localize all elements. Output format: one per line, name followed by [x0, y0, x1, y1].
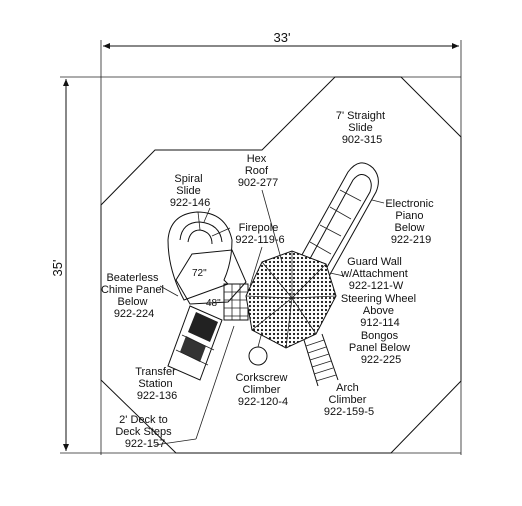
straight-slide-label: 7' Straight Slide 902-315: [336, 110, 388, 146]
steering-wheel-label: Steering Wheel Above 912-114: [341, 293, 419, 329]
height-dimension: 35': [50, 79, 69, 451]
bongos-label: Bongos Panel Below 922-225: [349, 330, 413, 366]
leader-lines: [154, 189, 385, 446]
transfer-station-label: Transfer Station 922-136: [135, 366, 179, 402]
guard-wall-label: Guard Wall w/Attachment 922-121-W: [340, 256, 411, 292]
hex-roof-label: Hex Roof 902-277: [238, 153, 278, 189]
use-zone-outline: [100, 76, 462, 454]
straight-slide: [297, 162, 379, 279]
spiral-slide-label: Spiral Slide 922-146: [170, 173, 210, 209]
upper-deck-height: 72": [192, 268, 207, 279]
spiral-slide: [167, 211, 233, 301]
width-label: 33': [274, 30, 291, 45]
corkscrew-climber: [248, 346, 268, 366]
lower-deck-height: 48": [206, 298, 221, 309]
height-label: 35': [50, 260, 65, 277]
width-dimension: 33': [103, 30, 459, 49]
transfer-station: [167, 305, 223, 381]
firepole-label: Firepole 922-119-6: [235, 222, 284, 246]
upper-deck: [175, 249, 247, 305]
arch-climber-label: Arch Climber 922-159-5: [324, 382, 374, 418]
deck-steps-label: 2' Deck to Deck Steps 922-157: [115, 414, 174, 450]
arch-climber: [303, 333, 339, 387]
hex-roof: [245, 250, 337, 349]
corkscrew-climber-label: Corkscrew Climber 922-120-4: [235, 372, 290, 408]
electronic-piano-label: Electronic Piano Below 922-219: [385, 198, 436, 246]
beaterless-chime-label: Beaterless Chime Panel Below 922-224: [101, 272, 167, 320]
